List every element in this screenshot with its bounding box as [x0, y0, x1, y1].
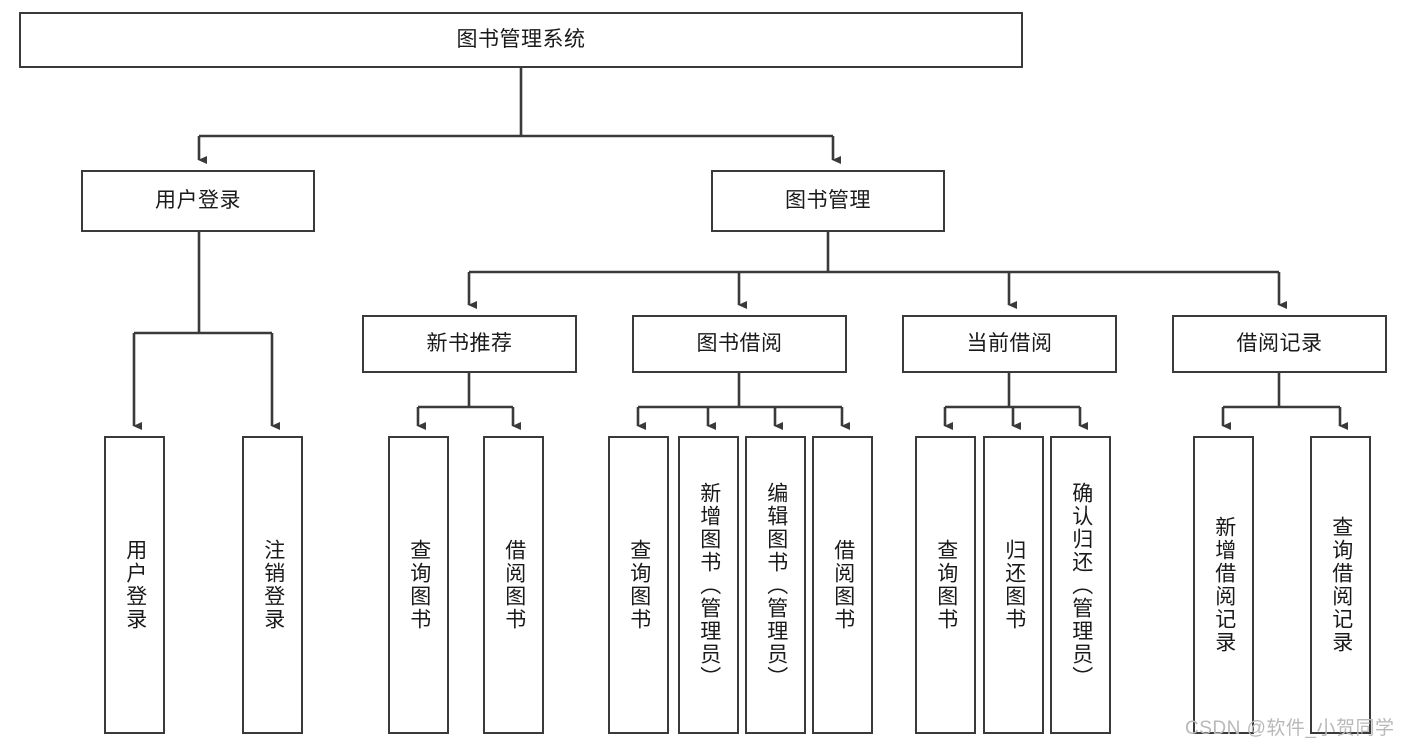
node-new-book-recommend-label: 新书推荐 [426, 332, 513, 356]
leaf-logout-label: 注销登录 [261, 539, 285, 631]
leaf-query-book-borrow-label: 查询图书 [627, 539, 651, 631]
node-new-book-recommend[interactable]: 新书推荐 [362, 315, 577, 373]
node-current-borrow-label: 当前借阅 [966, 332, 1053, 356]
leaf-add-borrow-record-label: 新增借阅记录 [1212, 516, 1236, 654]
leaf-query-borrow-record[interactable]: 查询借阅记录 [1310, 436, 1371, 734]
leaf-query-book-newbook[interactable]: 查询图书 [388, 436, 449, 734]
leaf-edit-book-admin-label: 编辑图书（管理员） [764, 481, 788, 689]
node-root-label: 图书管理系统 [456, 28, 586, 52]
leaf-query-book-borrow[interactable]: 查询图书 [608, 436, 669, 734]
node-borrow-records-label: 借阅记录 [1236, 332, 1323, 356]
leaf-return-book[interactable]: 归还图书 [983, 436, 1044, 734]
leaf-query-book-current[interactable]: 查询图书 [915, 436, 976, 734]
node-book-borrow[interactable]: 图书借阅 [632, 315, 847, 373]
node-book-management-label: 图书管理 [785, 189, 871, 213]
leaf-return-book-label: 归还图书 [1002, 539, 1026, 631]
watermark: CSDN @软件_小贺同学 [1185, 718, 1395, 739]
leaf-edit-book-admin[interactable]: 编辑图书（管理员） [745, 436, 806, 734]
leaf-confirm-return-admin[interactable]: 确认归还（管理员） [1050, 436, 1111, 734]
leaf-user-login[interactable]: 用户登录 [104, 436, 165, 734]
leaf-borrow-book-newbook[interactable]: 借阅图书 [483, 436, 544, 734]
leaf-borrow-book-newbook-label: 借阅图书 [502, 539, 526, 631]
leaf-query-book-current-label: 查询图书 [934, 539, 958, 631]
leaf-lend-book-label: 借阅图书 [831, 539, 855, 631]
node-book-management[interactable]: 图书管理 [711, 170, 945, 232]
leaf-add-book-admin-label: 新增图书（管理员） [697, 481, 721, 689]
node-book-borrow-label: 图书借阅 [696, 332, 783, 356]
leaf-logout[interactable]: 注销登录 [242, 436, 303, 734]
leaf-confirm-return-admin-label: 确认归还（管理员） [1069, 481, 1093, 689]
leaf-add-borrow-record[interactable]: 新增借阅记录 [1193, 436, 1254, 734]
node-user-login[interactable]: 用户登录 [81, 170, 315, 232]
leaf-user-login-label: 用户登录 [123, 539, 147, 631]
node-root[interactable]: 图书管理系统 [19, 12, 1023, 68]
node-user-login-label: 用户登录 [155, 189, 241, 213]
leaf-query-borrow-record-label: 查询借阅记录 [1329, 516, 1353, 654]
node-borrow-records[interactable]: 借阅记录 [1172, 315, 1387, 373]
leaf-lend-book[interactable]: 借阅图书 [812, 436, 873, 734]
node-current-borrow[interactable]: 当前借阅 [902, 315, 1117, 373]
leaf-query-book-newbook-label: 查询图书 [407, 539, 431, 631]
leaf-add-book-admin[interactable]: 新增图书（管理员） [678, 436, 739, 734]
